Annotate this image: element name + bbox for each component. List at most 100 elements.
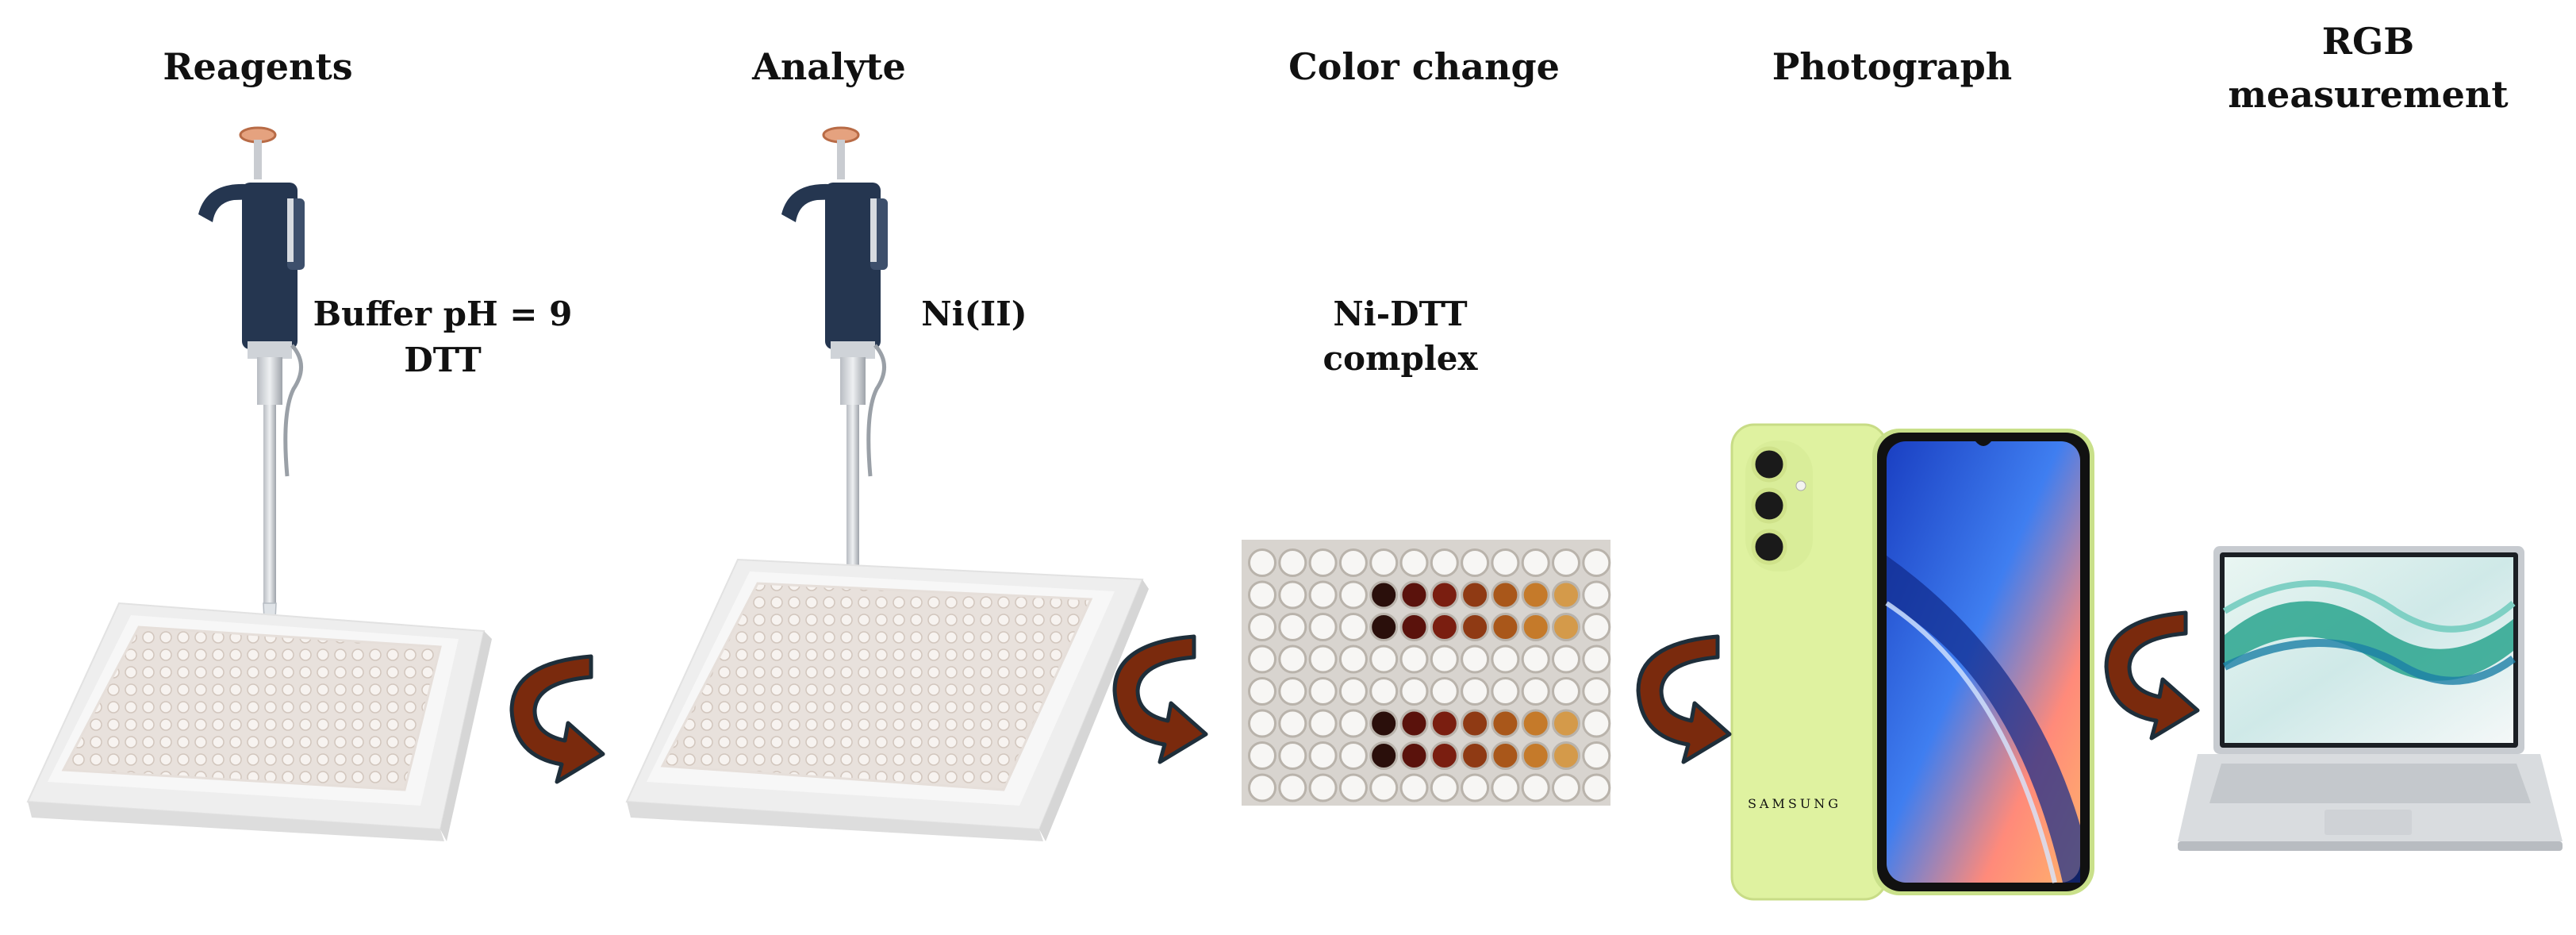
well (1308, 741, 1338, 770)
well (1521, 677, 1550, 706)
step-title-analyte: Analyte (751, 45, 906, 88)
well (1248, 613, 1276, 641)
well (1491, 548, 1520, 577)
well (1491, 677, 1520, 706)
well-plate-icon (26, 602, 492, 841)
smartphone-icon: SAMSUNG (1730, 423, 2094, 901)
well (1308, 773, 1338, 802)
well (1369, 709, 1399, 738)
well (1369, 741, 1399, 770)
well (1430, 773, 1459, 802)
well (1338, 773, 1368, 802)
well (1521, 741, 1550, 770)
well (1338, 580, 1368, 610)
well (1491, 741, 1520, 770)
well (1248, 677, 1276, 706)
well (1248, 709, 1276, 738)
curved-arrow-icon (509, 654, 605, 784)
pipette-icon (781, 126, 888, 603)
well (1278, 580, 1307, 610)
well (1552, 580, 1580, 610)
well (1552, 644, 1580, 674)
well (1430, 677, 1459, 706)
well (1461, 709, 1490, 738)
well (1461, 580, 1490, 610)
well (1582, 644, 1611, 674)
well (1552, 773, 1580, 802)
well (1278, 548, 1307, 577)
well (1521, 613, 1550, 641)
reagents-label-dtt: DTT (404, 341, 481, 379)
well (1308, 644, 1338, 674)
complex-label-ni-dtt: Ni-DTT (1333, 294, 1467, 333)
well (1308, 580, 1338, 610)
well (1552, 741, 1580, 770)
curved-arrow-icon (1636, 634, 1732, 764)
well (1461, 677, 1490, 706)
well (1582, 548, 1611, 577)
well (1369, 644, 1399, 674)
well (1278, 773, 1307, 802)
well (1461, 613, 1490, 641)
well (1308, 613, 1338, 641)
well (1338, 548, 1368, 577)
well (1582, 741, 1611, 770)
well (1491, 580, 1520, 610)
well (1399, 548, 1429, 577)
step-title-measurement: measurement (2228, 73, 2509, 116)
well (1461, 773, 1490, 802)
well (1461, 741, 1490, 770)
well (1278, 677, 1307, 706)
step-title-rgb: RGB (2322, 20, 2414, 63)
well-plate-icon (625, 558, 1149, 841)
well (1521, 580, 1550, 610)
well (1582, 613, 1611, 641)
laptop-icon (2178, 546, 2563, 851)
well (1430, 709, 1459, 738)
well (1552, 548, 1580, 577)
well (1278, 613, 1307, 641)
well (1399, 677, 1429, 706)
well (1278, 644, 1307, 674)
well (1430, 613, 1459, 641)
well (1399, 644, 1429, 674)
curved-arrow-icon (1112, 634, 1208, 764)
well (1338, 709, 1368, 738)
well (1491, 644, 1520, 674)
step-title-color-change: Color change (1288, 45, 1560, 88)
well (1278, 741, 1307, 770)
well (1369, 580, 1399, 610)
well (1399, 773, 1429, 802)
well (1369, 613, 1399, 641)
well (1582, 773, 1611, 802)
well (1369, 677, 1399, 706)
well (1369, 548, 1399, 577)
well (1491, 709, 1520, 738)
well (1399, 741, 1429, 770)
well (1308, 677, 1338, 706)
well (1430, 644, 1459, 674)
well (1308, 548, 1338, 577)
well (1248, 548, 1276, 577)
pipette-icon (198, 126, 305, 703)
well (1338, 644, 1368, 674)
step-title-reagents: Reagents (163, 45, 352, 88)
well (1582, 580, 1611, 610)
well (1521, 773, 1550, 802)
well (1430, 548, 1459, 577)
complex-label-complex: complex (1323, 339, 1478, 378)
well (1521, 644, 1550, 674)
well (1552, 709, 1580, 738)
well (1338, 677, 1368, 706)
well (1491, 613, 1520, 641)
well (1338, 741, 1368, 770)
colored-well-plate-photo (1242, 540, 1611, 806)
well (1278, 709, 1307, 738)
well (1248, 644, 1276, 674)
well (1582, 677, 1611, 706)
well (1461, 548, 1490, 577)
well (1430, 741, 1459, 770)
well (1399, 613, 1429, 641)
well (1248, 580, 1276, 610)
